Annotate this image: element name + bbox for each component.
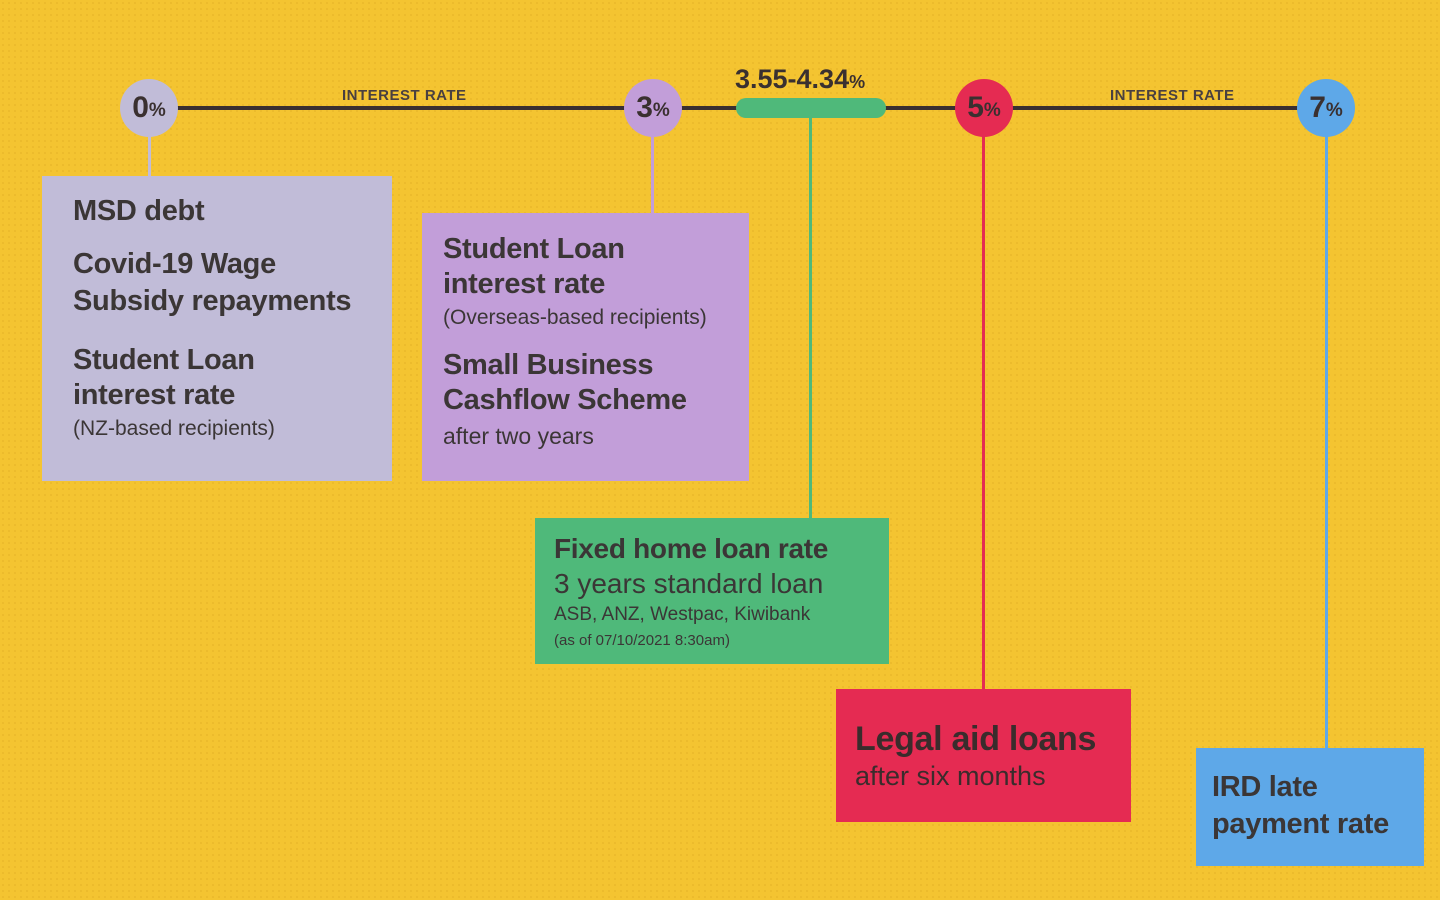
axis-label-right: INTEREST RATE bbox=[1110, 87, 1235, 104]
marker-7-percent: 7% bbox=[1297, 79, 1355, 137]
box-home-loan: Fixed home loan rate 3 years standard lo… bbox=[535, 518, 889, 664]
legal-aid-title: Legal aid loans bbox=[855, 720, 1097, 758]
box-7-percent: IRD late payment rate bbox=[1196, 748, 1424, 866]
marker-5-percent: 5% bbox=[955, 79, 1013, 137]
marker-0-percent: 0% bbox=[120, 79, 178, 137]
student-loan-nz-line1: Student Loan bbox=[73, 344, 255, 376]
home-loan-banks: ASB, ANZ, Westpac, Kiwibank bbox=[554, 604, 811, 625]
student-loan-overseas-line2: interest rate bbox=[443, 268, 606, 300]
student-loan-overseas-line1: Student Loan bbox=[443, 233, 625, 265]
home-loan-subtitle: 3 years standard loan bbox=[554, 568, 824, 599]
box-0-percent: MSD debt Covid-19 Wage Subsidy repayment… bbox=[42, 176, 392, 481]
small-business-line1: Small Business bbox=[443, 349, 654, 381]
box-5-percent: Legal aid loans after six months bbox=[836, 689, 1131, 822]
wage-subsidy-line1: Covid-19 Wage bbox=[73, 248, 276, 280]
stem-3-percent bbox=[651, 134, 654, 214]
msd-debt-label: MSD debt bbox=[73, 195, 205, 227]
home-loan-range-label: 3.55-4.34% bbox=[735, 64, 866, 94]
ird-title-line2: payment rate bbox=[1212, 808, 1389, 840]
wage-subsidy-line2: Subsidy repayments bbox=[73, 285, 352, 317]
axis-label-left: INTEREST RATE bbox=[342, 87, 467, 104]
home-loan-range-bar bbox=[736, 98, 886, 118]
stem-7-percent bbox=[1325, 134, 1328, 749]
student-loan-nz-note: (NZ-based recipients) bbox=[73, 417, 275, 440]
stem-5-percent bbox=[982, 134, 985, 690]
legal-aid-subtitle: after six months bbox=[855, 761, 1046, 791]
student-loan-overseas-note: (Overseas-based recipients) bbox=[443, 306, 707, 329]
box-3-percent: Student Loan interest rate (Overseas-bas… bbox=[422, 213, 749, 481]
home-loan-asof: (as of 07/10/2021 8:30am) bbox=[554, 632, 730, 649]
home-loan-title: Fixed home loan rate bbox=[554, 533, 829, 564]
small-business-line2: Cashflow Scheme bbox=[443, 384, 687, 416]
small-business-note: after two years bbox=[443, 423, 594, 449]
stem-home-loan bbox=[809, 116, 812, 518]
marker-3-percent: 3% bbox=[624, 79, 682, 137]
ird-title-line1: IRD late bbox=[1212, 771, 1318, 803]
stem-0-percent bbox=[148, 134, 151, 178]
student-loan-nz-line2: interest rate bbox=[73, 379, 236, 411]
